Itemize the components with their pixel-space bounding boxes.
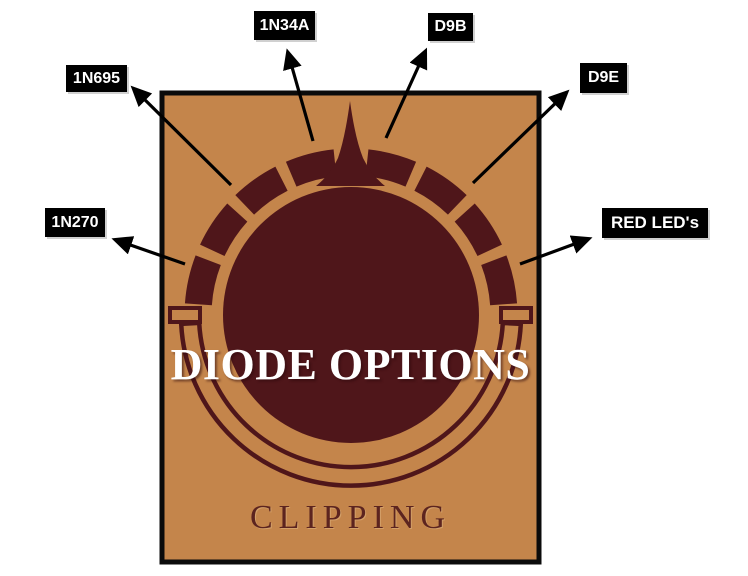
tick-segment xyxy=(285,149,337,187)
bottom-arc-end-tab-right xyxy=(499,306,533,324)
knob-pointer xyxy=(316,101,385,186)
arrow-1n695 xyxy=(130,85,233,187)
knob-face xyxy=(223,187,479,443)
tick-segment xyxy=(365,149,417,187)
tick-segment xyxy=(184,255,221,306)
callout-label-redleds: RED LED's xyxy=(602,208,708,238)
arrow-1n34a xyxy=(283,48,315,142)
bottom-arc xyxy=(178,320,524,488)
tick-segment xyxy=(454,203,502,257)
callout-label-1n34a: 1N34A xyxy=(254,11,315,40)
tick-segment xyxy=(414,166,467,215)
knob-tick-ring xyxy=(184,149,518,306)
bottom-arc-end-tab-left xyxy=(168,306,202,324)
tick-segment xyxy=(481,255,518,306)
tick-segment xyxy=(235,166,288,215)
knob-subtitle: CLIPPING xyxy=(249,499,452,536)
arrow-1n270 xyxy=(111,236,186,266)
arrow-d9e xyxy=(471,89,570,185)
callout-arrows xyxy=(111,47,593,266)
callout-label-d9e: D9E xyxy=(580,63,627,93)
arrow-redleds xyxy=(519,235,593,266)
knob-title: DIODE OPTIONS xyxy=(170,340,531,389)
callout-label-1n270: 1N270 xyxy=(45,208,105,237)
callout-label-d9b: D9B xyxy=(428,13,473,41)
arrow-d9b xyxy=(384,47,428,139)
tick-segment xyxy=(200,203,248,257)
callout-label-1n695: 1N695 xyxy=(66,65,127,92)
